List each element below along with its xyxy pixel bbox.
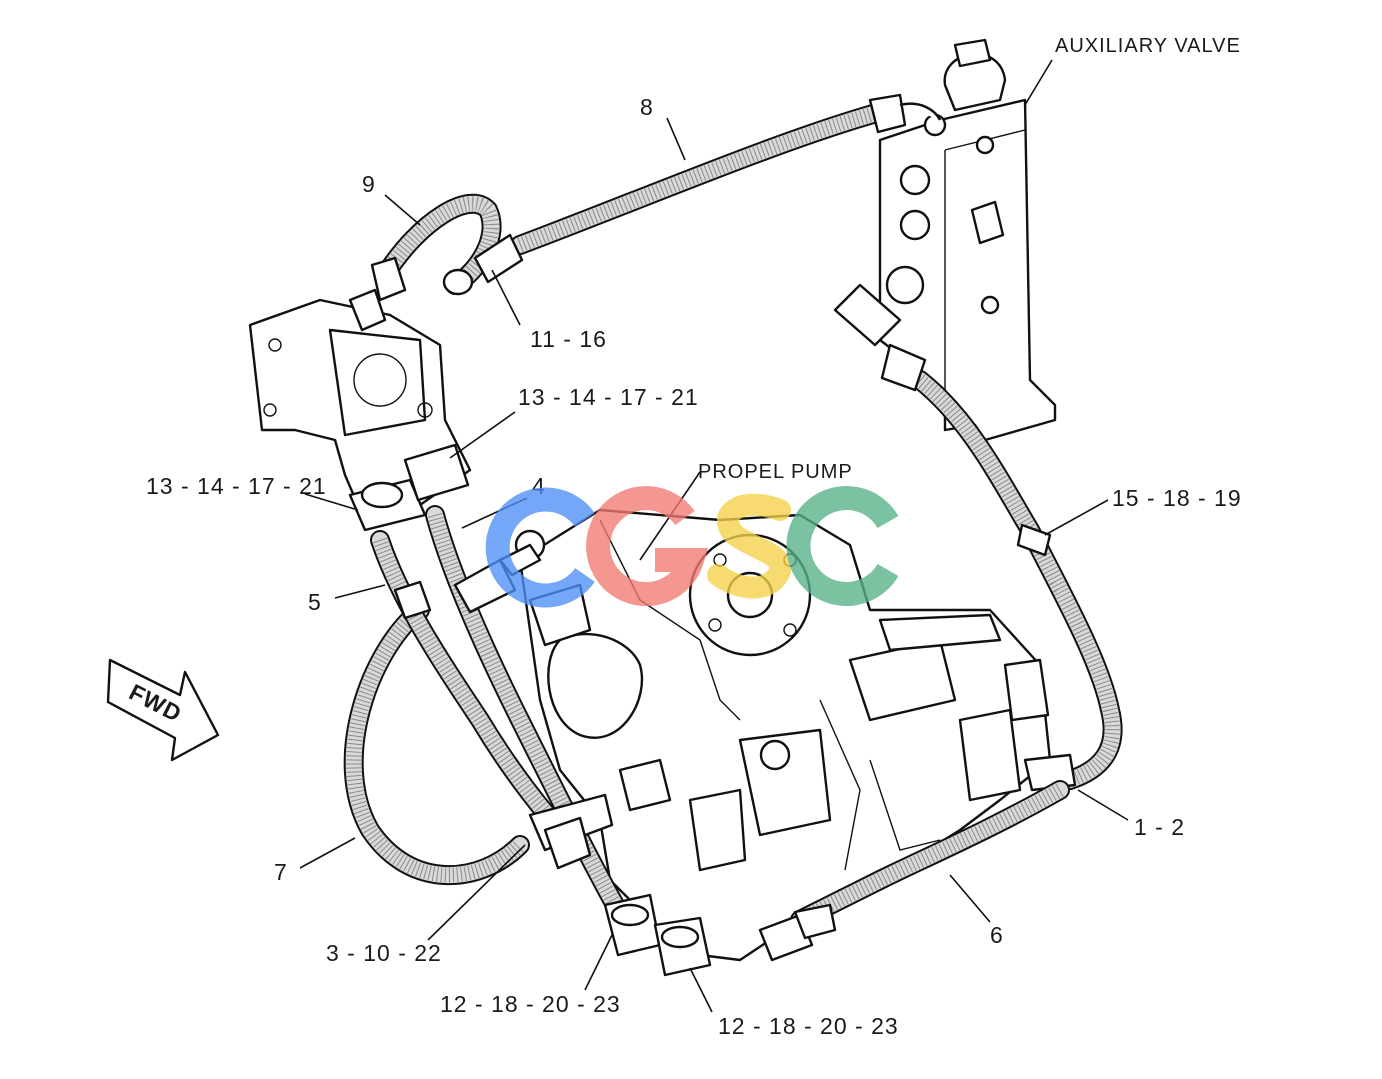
hose-5 xyxy=(370,530,580,850)
callout-3-10-22: 3 - 10 - 22 xyxy=(326,940,442,966)
callout-5: 5 xyxy=(308,589,322,615)
callout-11-16: 11 - 16 xyxy=(530,326,607,352)
fitting-12-left xyxy=(603,893,662,957)
callout-7: 7 xyxy=(274,859,288,885)
callout-labels: AUXILIARY VALVE PROPEL PUMP 8 9 11 - 16 … xyxy=(146,35,1242,1039)
label-auxiliary-valve: AUXILIARY VALVE xyxy=(1055,35,1241,57)
hose-7 xyxy=(343,600,530,886)
callout-12-18-20-23-left: 12 - 18 - 20 - 23 xyxy=(440,991,621,1017)
callout-13-14-17-21-upper: 13 - 14 - 17 - 21 xyxy=(518,384,699,410)
hose-right-loop xyxy=(880,343,1123,792)
label-propel-pump: PROPEL PUMP xyxy=(698,461,853,483)
hose-8 xyxy=(510,93,942,255)
hose-6 xyxy=(758,780,1070,962)
auxiliary-valve xyxy=(833,38,1057,442)
watermark-logo xyxy=(485,486,899,608)
callout-1-2: 1 - 2 xyxy=(1134,814,1185,840)
callout-13-14-17-21-left: 13 - 14 - 17 - 21 xyxy=(146,473,327,499)
callout-6: 6 xyxy=(990,922,1004,948)
callout-8: 8 xyxy=(640,94,654,120)
callout-15-18-19: 15 - 18 - 19 xyxy=(1112,485,1242,511)
fitting-3-10-22 xyxy=(528,793,614,870)
hose-9 xyxy=(348,193,524,332)
callout-12-18-20-23-right: 12 - 18 - 20 - 23 xyxy=(718,1013,899,1039)
fwd-arrow-icon: FWD xyxy=(106,658,220,762)
upper-left-motor xyxy=(248,298,472,532)
callout-9: 9 xyxy=(362,171,376,197)
fitting-12-right xyxy=(653,916,712,977)
